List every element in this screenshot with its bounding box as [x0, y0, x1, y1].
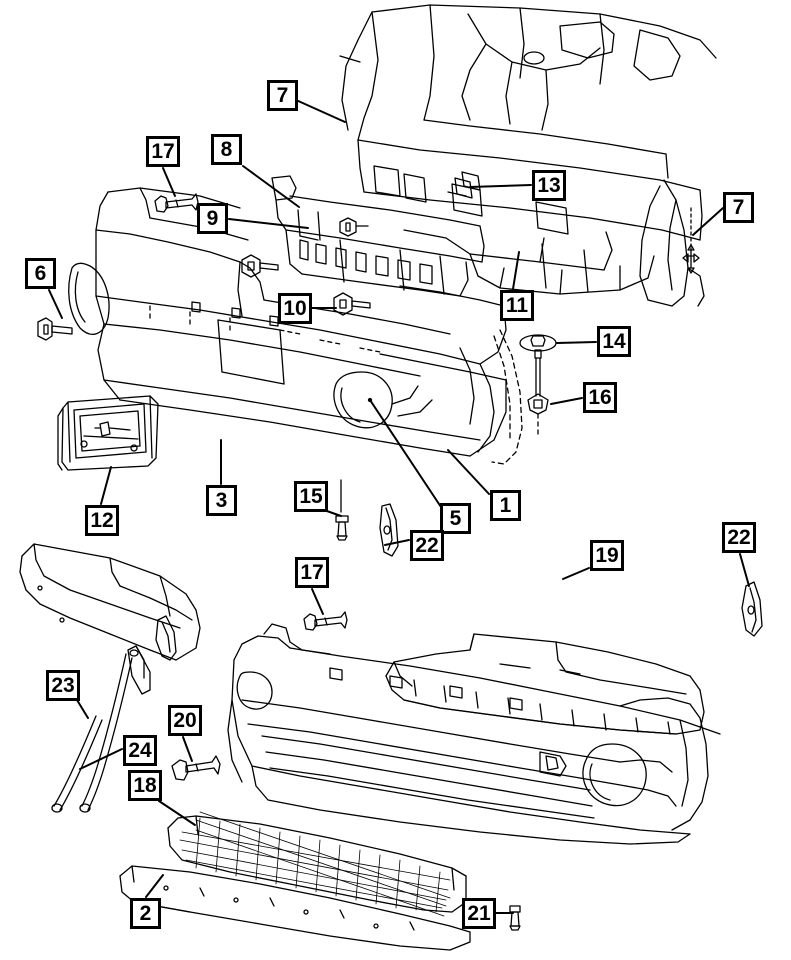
- flange-nut-art: [241, 254, 371, 316]
- callout-9-box: 9: [197, 203, 228, 234]
- callout-2-box: 2: [130, 898, 161, 929]
- callout-14-box: 14: [597, 326, 631, 357]
- lower-fascia-art: [227, 623, 721, 845]
- callout-5-box: 5: [440, 503, 471, 534]
- callout-11-box: 11: [500, 290, 534, 321]
- lower-air-dam-spoiler-art: [385, 633, 705, 735]
- grille-screw-art: [171, 755, 221, 781]
- license-plate-bracket-art: [57, 395, 159, 471]
- front-frame-structure: [339, 4, 717, 307]
- callout-17-box: 17: [295, 557, 329, 588]
- callout-label: 12: [90, 509, 114, 532]
- left-trim-sliver-art: [155, 615, 177, 661]
- callout-label: 14: [602, 330, 626, 353]
- push-pin-clip-art: [527, 393, 549, 435]
- callout-label: 18: [133, 774, 157, 797]
- callout-label: 9: [206, 207, 219, 230]
- callout-label: 15: [299, 485, 323, 508]
- callout-18-box: 18: [128, 770, 162, 801]
- callout-label: 23: [51, 674, 75, 697]
- callout-17-box: 17: [146, 136, 180, 167]
- callout-label: 7: [732, 196, 745, 219]
- callout-21-box: 21: [462, 898, 496, 929]
- callout-label: 20: [173, 709, 197, 732]
- fascia-mounting-screw-art: [509, 905, 521, 931]
- mesh-grille-insert-art: [167, 811, 467, 917]
- callout-1-box: 1: [490, 490, 521, 521]
- callout-label: 16: [588, 386, 612, 409]
- callout-label: 19: [595, 544, 619, 567]
- callout-6-box: 6: [25, 258, 56, 289]
- callout-label: 22: [727, 526, 751, 549]
- callout-label: 8: [220, 138, 233, 161]
- callout-label: 17: [151, 140, 175, 163]
- callout-22-box: 22: [722, 522, 756, 553]
- callout-label: 21: [467, 902, 491, 925]
- callout-label: 11: [505, 294, 529, 317]
- callout-10-box: 10: [278, 293, 312, 324]
- callout-16-box: 16: [583, 382, 617, 413]
- callout-label: 22: [415, 534, 439, 557]
- fascia-push-rivet-lower-art: [303, 611, 348, 631]
- callout-24-box: 24: [123, 735, 157, 766]
- callout-label: 2: [139, 902, 152, 925]
- fascia-retaining-bolt-left-art: [37, 317, 73, 341]
- fog-lamp-trim-wedge-left-art: [379, 503, 399, 557]
- callout-7-box: 7: [267, 80, 298, 111]
- lower-grille-moulding-art: [119, 865, 471, 951]
- grille-support-assembly: [271, 175, 485, 297]
- callout-label: 3: [215, 489, 228, 512]
- callout-label: 6: [34, 262, 47, 285]
- callout-7-box: 7: [723, 192, 754, 223]
- callout-20-box: 20: [168, 705, 202, 736]
- fascia-push-rivet-upper-art: [154, 193, 199, 213]
- callout-8-box: 8: [211, 134, 242, 165]
- callout-3-box: 3: [206, 485, 237, 516]
- callout-23-box: 23: [46, 670, 80, 701]
- front-fascia-upper-art: [68, 187, 523, 465]
- callout-22-box: 22: [410, 530, 444, 561]
- callout-label: 24: [128, 739, 152, 762]
- callout-label: 17: [300, 561, 324, 584]
- callout-label: 1: [499, 494, 512, 517]
- callout-label: 7: [276, 84, 289, 107]
- callout-19-box: 19: [590, 540, 624, 571]
- hex-head-screw-art: [335, 479, 349, 541]
- fog-lamp-trim-wedge-right-art: [741, 581, 763, 637]
- callout-15-box: 15: [294, 481, 328, 512]
- callout-12-box: 12: [85, 505, 119, 536]
- callout-label: 13: [537, 174, 561, 197]
- callout-label: 5: [449, 507, 462, 530]
- callout-13-box: 13: [532, 170, 566, 201]
- upper-cover-panel-art: [19, 543, 201, 661]
- callout-label: 10: [283, 297, 307, 320]
- push-pin-retainer-large-art: [519, 334, 557, 397]
